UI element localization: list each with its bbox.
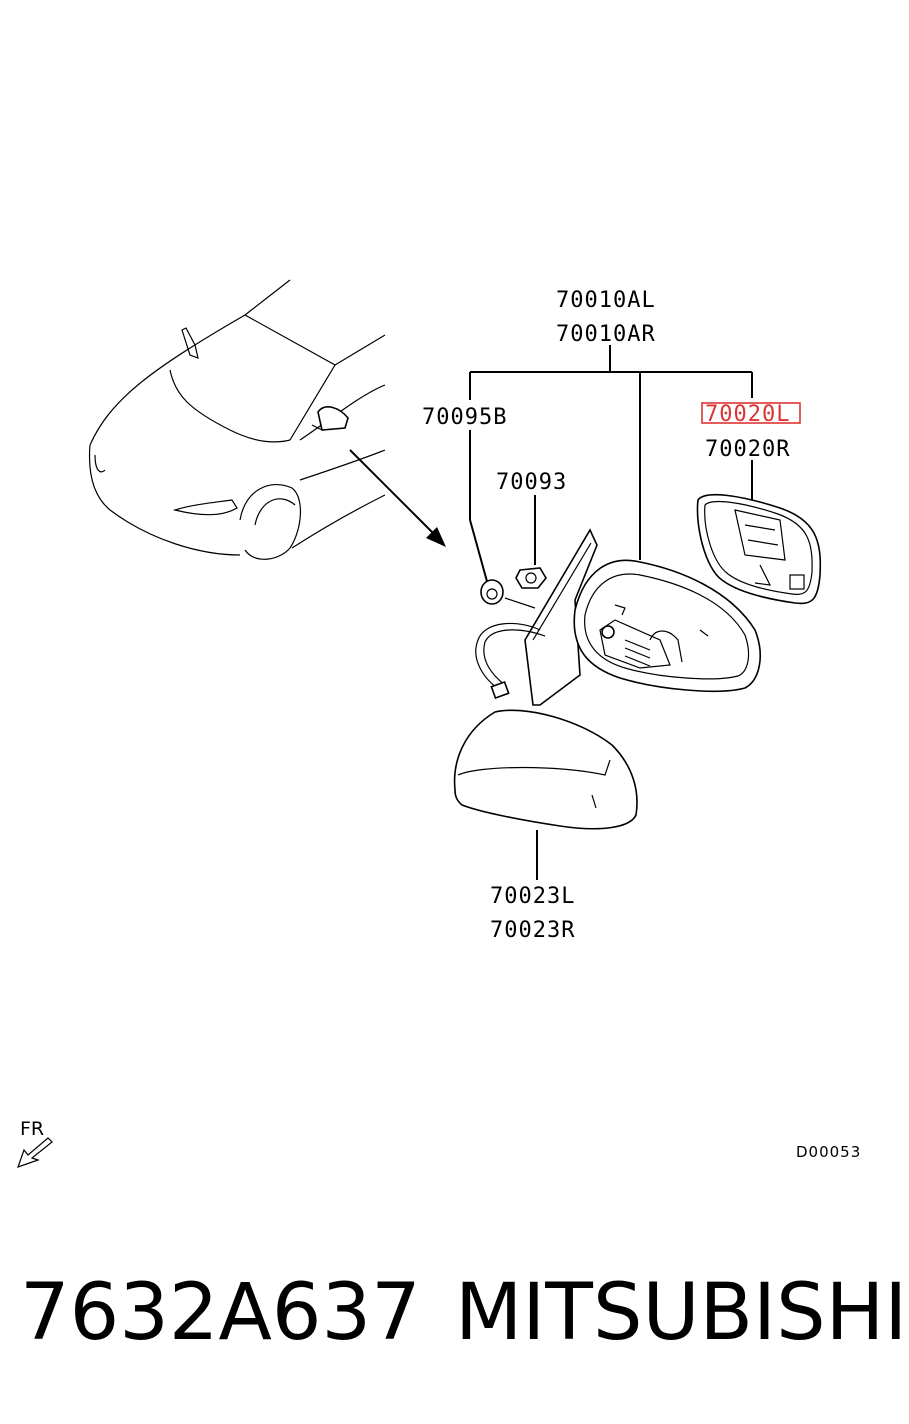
- callout-assembly-left: 70010AL: [556, 288, 656, 313]
- nut-part: [515, 567, 547, 589]
- callout-mirror-left: 70020L: [705, 402, 790, 427]
- callout-cover-right: 70023R: [490, 918, 575, 943]
- screw-part: [480, 579, 536, 609]
- callout-screw: 70095B: [422, 405, 507, 430]
- callout-assembly-right: 70010AR: [556, 322, 656, 347]
- brand-name: MITSUBISHI: [455, 1268, 908, 1358]
- footer: 7632A637 MITSUBISHI: [0, 1268, 909, 1378]
- part-number: 7632A637: [20, 1268, 421, 1358]
- mirror-cover: [453, 709, 638, 830]
- car-outline-illustration: [88, 279, 386, 560]
- callout-mirror-right: 70020R: [705, 437, 790, 462]
- direction-label: FR: [20, 1118, 44, 1140]
- mirror-housing: [573, 559, 761, 692]
- mirror-glass: [696, 493, 822, 605]
- callout-highlight-box: [701, 402, 801, 424]
- callout-cover-left: 70023L: [490, 884, 575, 909]
- diagram-code: D00053: [796, 1143, 861, 1161]
- front-direction-arrow-icon: [17, 1137, 53, 1168]
- wire-harness: [475, 622, 546, 700]
- view-arrow: [349, 449, 446, 547]
- assembly-leader-lines: [469, 345, 753, 880]
- callout-nut: 70093: [496, 470, 567, 495]
